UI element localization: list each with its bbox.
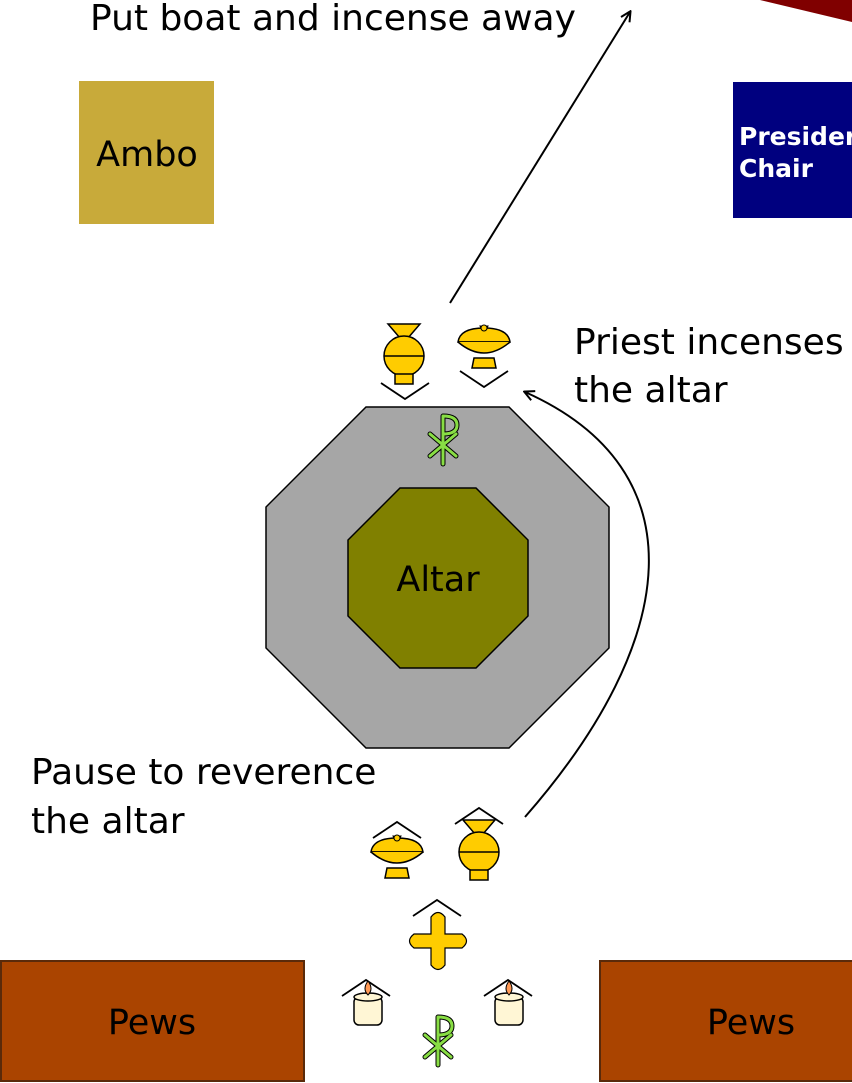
pews-right-block: [599, 960, 852, 1082]
bow-chevron-icon: [459, 370, 509, 388]
processional-cross-icon: [408, 911, 468, 971]
priest-incenses-label-line2: the altar: [574, 370, 728, 411]
altar-label: Altar: [396, 560, 480, 600]
pews-right: Pews: [599, 960, 852, 1082]
pews-left-label: Pews: [108, 1003, 196, 1043]
pews-left: Pews: [0, 960, 305, 1082]
ambo-block: [79, 81, 214, 224]
ambo-label: Ambo: [96, 135, 198, 175]
presiders-chair-label-line2: Chair: [739, 154, 814, 183]
presiders-chair: Presider's Chair: [733, 82, 852, 218]
thurible-icon: [383, 323, 425, 385]
priest-incenses-label-line1: Priest incenses: [574, 322, 844, 363]
pause-label-line1: Pause to reverence: [31, 752, 376, 793]
pause-label-line2: the altar: [31, 801, 185, 842]
put-away-arrow: [449, 12, 630, 304]
bow-chevron-icon: [380, 382, 430, 400]
presiders-chair-block: [733, 82, 852, 218]
presiders-chair-label-line1: Presider's: [739, 122, 852, 151]
pews-left-block: [0, 960, 305, 1082]
incense-boat-icon: [370, 834, 424, 879]
put-away-label: Put boat and incense away: [90, 0, 576, 39]
pews-right-label: Pews: [707, 1003, 795, 1043]
altar-table: [347, 487, 529, 669]
thurible-icon: [458, 819, 500, 881]
chi-rho-icon: [425, 1017, 452, 1065]
top-corner-shape: [760, 0, 852, 22]
incense-path-arrow: [525, 392, 650, 818]
ambo: Ambo: [79, 81, 214, 224]
incense-boat-icon: [457, 324, 511, 369]
